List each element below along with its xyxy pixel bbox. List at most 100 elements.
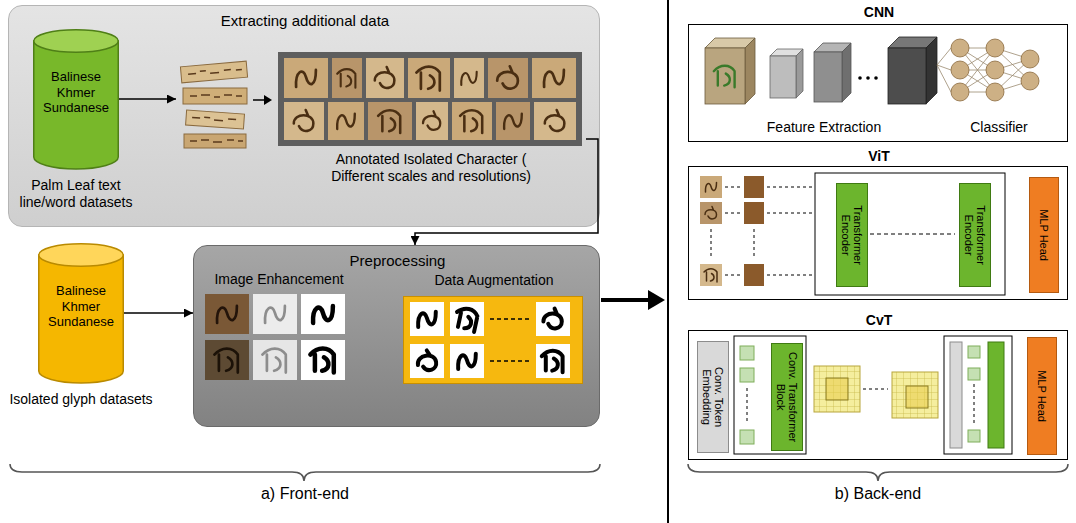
stage-arrow <box>601 298 650 302</box>
text-holder: MLP Head <box>1028 338 1056 454</box>
cvt-stages <box>826 378 848 400</box>
classifier-network <box>986 39 1004 57</box>
vit-patches <box>700 176 722 198</box>
augmentation-samples <box>416 349 438 372</box>
feature-maps <box>888 37 937 48</box>
cvt-stages <box>944 336 1012 454</box>
character-thumbnails <box>284 102 324 140</box>
feature-maps <box>770 49 803 56</box>
model-box: CNNFeature ExtractionClassifier <box>688 24 1068 142</box>
text-holder: Classifier <box>947 119 1051 137</box>
palm-leaf-image <box>186 110 245 129</box>
vit-patches <box>705 183 716 193</box>
cvt-stages <box>734 336 1012 454</box>
character-thumbnails <box>545 110 565 131</box>
block-label: Transformer Encoder <box>963 187 987 283</box>
cvt-stages <box>814 366 860 412</box>
character-thumbnails <box>284 58 328 98</box>
augmentation-samples <box>536 344 570 378</box>
palm-leaf-image <box>180 61 247 148</box>
enhancement-samples <box>253 294 297 334</box>
feature-maps <box>866 76 870 80</box>
section-label: b) Back-end <box>835 484 921 503</box>
classifier-network <box>986 61 1004 79</box>
model-title: CvT <box>866 312 892 329</box>
cvt-stages <box>740 430 754 444</box>
vit-patches <box>711 229 712 259</box>
palm-leaf-image <box>184 134 246 148</box>
enhancement-samples <box>205 340 249 380</box>
mlp-head: MLP Head <box>1027 337 1057 455</box>
character-thumbnails <box>337 69 355 88</box>
enhancement-samples <box>205 294 249 334</box>
brace <box>688 464 1068 481</box>
character-thumbnails <box>461 72 476 85</box>
palm-leaf-image <box>183 88 247 104</box>
augmentation-samples <box>410 302 570 378</box>
flow-arrow <box>119 98 176 100</box>
vit-patches <box>870 234 955 235</box>
classifier-network <box>951 39 969 57</box>
enhancement-samples <box>301 340 345 380</box>
step-heading: Image Enhancement <box>214 271 343 288</box>
enhancement-samples <box>301 294 345 334</box>
text-holder: Image Enhancement <box>204 271 354 289</box>
character-thumbnails <box>408 58 450 98</box>
character-thumbnails <box>452 102 492 140</box>
stage-arrow <box>601 290 665 310</box>
stage-arrow <box>648 290 665 310</box>
augmentation-samples <box>410 302 444 336</box>
cylinder-body <box>34 41 119 169</box>
character-thumbnails <box>534 102 576 140</box>
augmentation-samples <box>458 354 476 369</box>
small-arrow <box>253 95 272 105</box>
feature-maps <box>705 38 755 48</box>
feature-maps <box>926 37 937 104</box>
block-label: Conv. Transformer Block <box>775 347 799 447</box>
augmentation-samples <box>418 312 436 327</box>
vit-patches <box>744 264 764 286</box>
text-holder: Feature Extraction <box>749 119 899 137</box>
text-holder: a) Front-end <box>230 484 380 503</box>
classifier-network <box>951 61 969 79</box>
vit-patches <box>744 176 764 198</box>
character-thumbnails <box>497 66 518 88</box>
augmentation-samples <box>454 307 479 332</box>
block-label: MLP Head <box>1036 341 1048 451</box>
dataset-caption: Palm Leaf text line/word datasets <box>11 177 141 211</box>
cylinder-body <box>39 255 124 383</box>
vit-patches <box>704 269 717 282</box>
text-holder: Palm Leaf text line/word datasets <box>11 177 141 211</box>
augmentation-samples <box>450 344 484 378</box>
vit-patches <box>705 207 717 219</box>
vit-patches <box>725 187 812 275</box>
model-box: Conv. Token Embedding Conv. Transformer B… <box>688 330 1068 460</box>
cvt-stages <box>968 430 980 442</box>
dataset-caption: Isolated glyph datasets <box>9 391 152 408</box>
palm-leaf-image <box>192 116 236 121</box>
character-thumbnails <box>488 58 528 98</box>
text-holder: MLP Head <box>1030 178 1058 292</box>
feature-maps <box>874 76 878 80</box>
block-label: Conv. Token Embedding <box>701 345 725 449</box>
vit-patches <box>700 173 1005 295</box>
divider-line <box>667 0 669 523</box>
character-thumbnails <box>416 67 439 91</box>
small-arrow <box>253 99 266 101</box>
vit-patches <box>744 202 764 224</box>
model-box: Transformer EncoderTransformer EncoderML… <box>688 166 1068 300</box>
dataset-names: Balinese Khmer Sundanese <box>43 283 119 330</box>
enhancement-samples <box>253 340 297 380</box>
step-heading: Data Augmentation <box>434 272 553 289</box>
classifier-network <box>937 39 1039 101</box>
augmentation-box: Data Augmentation <box>403 296 583 384</box>
character-thumbnails <box>378 110 400 133</box>
brace <box>10 464 600 481</box>
text-holder: Preprocessing <box>194 252 601 270</box>
feature-maps <box>705 48 745 104</box>
preprocessing-panel: Image EnhancementData AugmentationPrepro… <box>193 245 600 427</box>
augmentation-samples <box>543 309 561 329</box>
text-holder: Extracting additional data <box>9 12 601 30</box>
